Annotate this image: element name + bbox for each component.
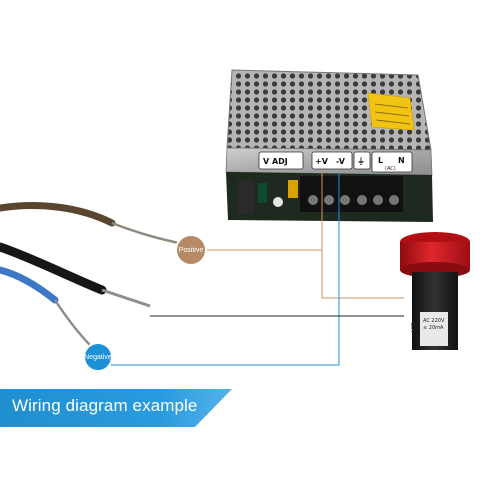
terminal-label-minus-v: -V (336, 157, 346, 166)
negative-label: Negative (84, 354, 112, 361)
ground-icon: ⏚ (357, 157, 365, 166)
svg-text:3: 3 (342, 182, 345, 188)
indicator-side-label: LED (411, 322, 417, 332)
led-indicator: AC 220V ≤ 20mA LED (400, 232, 470, 350)
banner-title: Wiring diagram example (12, 396, 198, 415)
svg-text:2: 2 (326, 182, 329, 188)
power-supply: 1 2 3 4 5 6 V ADJ +V -V ⏚ L N (AC) (225, 69, 433, 222)
connection-lines (97, 172, 404, 366)
wire-bundle (0, 202, 191, 353)
svg-text:1: 1 (310, 182, 313, 188)
svg-text:6: 6 (391, 182, 394, 188)
positive-callout: Positive (175, 234, 207, 266)
negative-callout: Negative (83, 342, 113, 372)
svg-text:4: 4 (359, 182, 362, 188)
indicator-voltage: AC 220V (423, 318, 445, 324)
positive-label: Positive (179, 247, 204, 254)
terminal-label-l: L (378, 156, 383, 165)
indicator-current: ≤ 20mA (423, 325, 444, 331)
terminal-label-vadj: V ADJ (263, 157, 288, 166)
terminal-label-n: N (398, 156, 405, 165)
title-banner: Wiring diagram example (0, 389, 232, 427)
svg-text:5: 5 (375, 182, 378, 188)
terminal-label-ac: (AC) (385, 166, 396, 172)
terminal-label-plus-v: +V (315, 157, 329, 166)
